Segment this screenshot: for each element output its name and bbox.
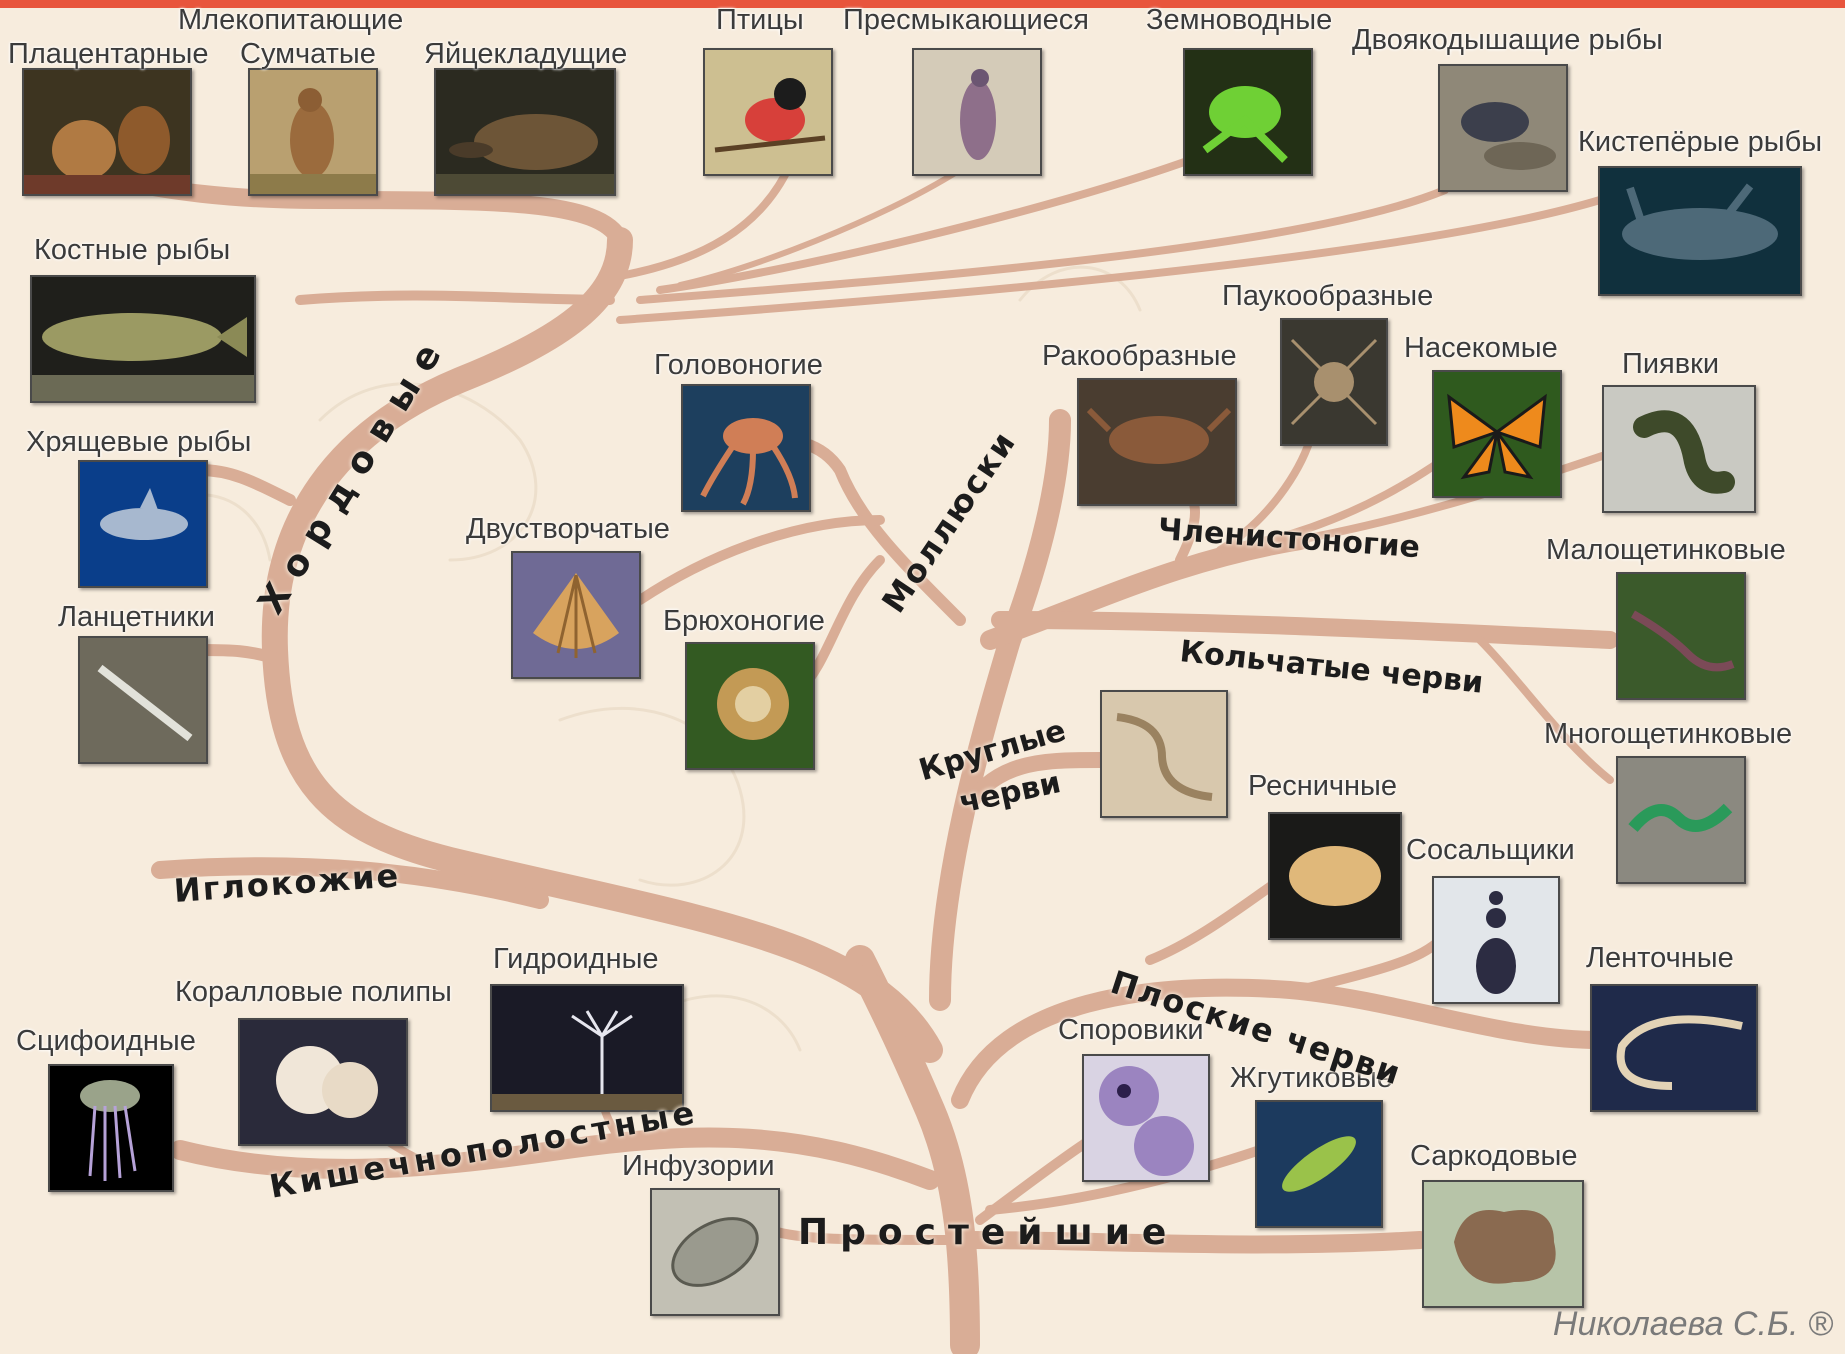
label-bony-fish: Костные рыбы bbox=[34, 234, 230, 267]
label-sarcodines: Саркодовые bbox=[1410, 1140, 1577, 1173]
label-lancelets: Ланцетники bbox=[58, 601, 215, 634]
bony-fish-photo bbox=[30, 275, 256, 403]
label-polychaetes: Многощетинковые bbox=[1544, 718, 1792, 751]
leeches-photo bbox=[1602, 385, 1756, 513]
label-gastropods: Брюхоногие bbox=[663, 605, 825, 638]
marsupials-photo bbox=[248, 68, 378, 196]
birds-photo bbox=[703, 48, 833, 176]
label-leeches: Пиявки bbox=[1622, 348, 1719, 381]
monotremes-photo bbox=[434, 68, 616, 196]
gastropods-photo bbox=[685, 642, 815, 770]
lancelets-photo bbox=[78, 636, 208, 764]
polychaetes-photo bbox=[1616, 756, 1746, 884]
turbellarians-photo bbox=[1268, 812, 1402, 940]
sarcodines-photo bbox=[1422, 1180, 1584, 1308]
label-ciliates: Инфузории bbox=[622, 1150, 775, 1183]
insects-photo bbox=[1432, 370, 1562, 498]
flagellates-photo bbox=[1255, 1100, 1383, 1228]
label-mammals: Млекопитающие bbox=[178, 4, 403, 37]
flukes-photo bbox=[1432, 876, 1560, 1004]
corals-photo bbox=[238, 1018, 408, 1146]
label-flukes: Сосальщики bbox=[1406, 834, 1575, 867]
tapeworms-photo bbox=[1590, 984, 1758, 1112]
label-bivalves: Двустворчатые bbox=[466, 513, 670, 546]
label-placentals: Плацентарные bbox=[8, 38, 209, 71]
roundworms-photo bbox=[1100, 690, 1228, 818]
lobefinned-photo bbox=[1598, 166, 1802, 296]
phylum-protozoa: Простейшие bbox=[798, 1212, 1178, 1253]
label-lobefinned: Кистепёрые рыбы bbox=[1578, 126, 1822, 159]
label-cartilaginous-fish: Хрящевые рыбы bbox=[26, 426, 251, 459]
label-crustaceans: Ракообразные bbox=[1042, 340, 1237, 373]
label-oligochaetes: Малощетинковые bbox=[1546, 534, 1786, 567]
label-birds: Птицы bbox=[716, 4, 804, 37]
oligochaetes-photo bbox=[1616, 572, 1746, 700]
label-scyphozoans: Сцифоидные bbox=[16, 1025, 196, 1058]
bivalves-photo bbox=[511, 551, 641, 679]
label-cephalopods: Головоногие bbox=[654, 349, 823, 382]
cartilaginous-fish-photo bbox=[78, 460, 208, 588]
ciliates-photo bbox=[650, 1188, 780, 1316]
author-signature: Николаева С.Б. ® bbox=[1553, 1305, 1833, 1344]
sporozoans-photo bbox=[1082, 1054, 1210, 1182]
arachnids-photo bbox=[1280, 318, 1388, 446]
crustaceans-photo bbox=[1077, 378, 1237, 506]
label-insects: Насекомые bbox=[1404, 332, 1558, 365]
label-tapeworms: Ленточные bbox=[1586, 942, 1734, 975]
cephalopods-photo bbox=[681, 384, 811, 512]
label-corals: Коралловые полипы bbox=[175, 976, 452, 1009]
label-amphibians: Земноводные bbox=[1146, 4, 1332, 37]
lungfish-photo bbox=[1438, 64, 1568, 192]
label-marsupials: Сумчатые bbox=[240, 38, 376, 71]
annelid-branch bbox=[1000, 620, 1610, 640]
hydroids-photo bbox=[490, 984, 684, 1112]
reptiles-photo bbox=[912, 48, 1042, 176]
label-hydroids: Гидроидные bbox=[493, 943, 659, 976]
label-reptiles: Пресмыкающиеся bbox=[843, 4, 1089, 37]
label-lungfish: Двоякодышащие рыбы bbox=[1352, 24, 1663, 57]
scyphozoans-photo bbox=[48, 1064, 174, 1192]
amphibians-photo bbox=[1183, 48, 1313, 176]
placentals-photo bbox=[22, 68, 192, 196]
label-monotremes: Яйцекладущие bbox=[424, 38, 627, 71]
label-turbellarians: Ресничные bbox=[1248, 770, 1397, 803]
label-arachnids: Паукообразные bbox=[1222, 280, 1433, 313]
